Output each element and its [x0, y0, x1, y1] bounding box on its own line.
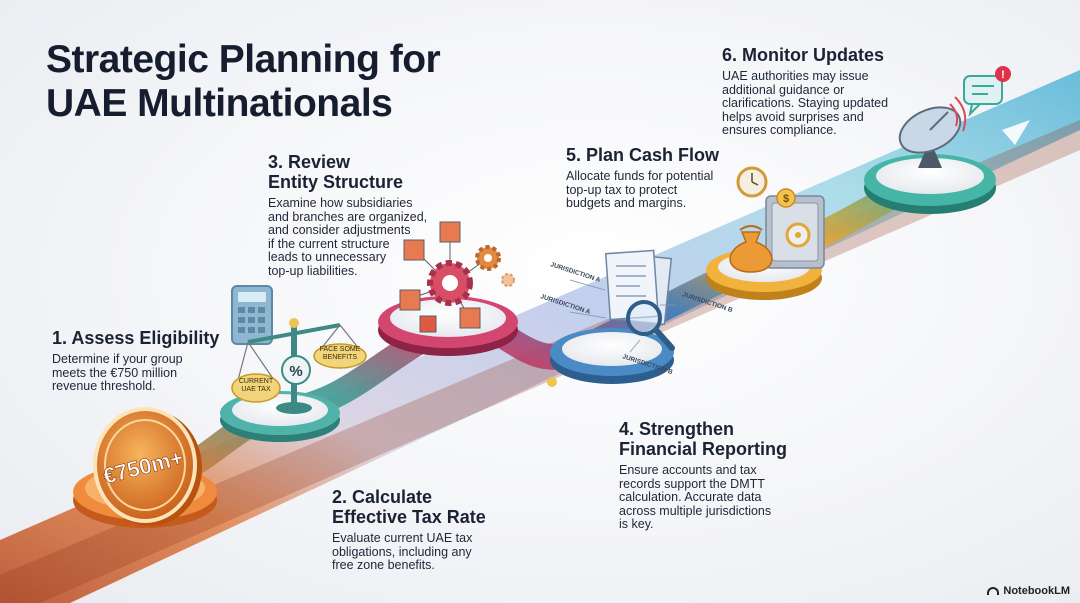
- platform-4: [550, 328, 674, 384]
- svg-text:!: !: [1001, 69, 1005, 81]
- step-title: 6. Monitor Updates: [722, 45, 885, 65]
- step-5: 5. Plan Cash Flow Allocate funds for pot…: [566, 145, 766, 211]
- step-description: Evaluate current UAE tax obligations, in…: [332, 531, 473, 572]
- satellite-dish-icon: [898, 96, 967, 168]
- step-title: 4. Strengthen Financial Reporting: [619, 419, 788, 459]
- platform-6: [864, 154, 996, 214]
- watermark: NotebookLM: [987, 585, 1070, 597]
- chat-bubble-icon: !: [963, 66, 1011, 118]
- notebooklm-logo-icon: [987, 587, 1000, 595]
- coin-icon: [93, 407, 202, 526]
- step-description: UAE authorities may issue additional gui…: [722, 69, 889, 137]
- step-description: Allocate funds for potential top-up tax …: [566, 169, 714, 210]
- step-title: 3. Review Entity Structure: [268, 152, 404, 192]
- step-title: 2. Calculate Effective Tax Rate: [332, 487, 486, 527]
- calculator-icon: [231, 285, 273, 345]
- clock-icon: [736, 166, 768, 198]
- gear-icon: [427, 245, 515, 306]
- magnifier-icon: [626, 300, 675, 351]
- platform-2: [220, 391, 340, 442]
- step-description: Determine if your group meets the €750 m…: [52, 352, 183, 393]
- jurisdiction-label: JURISDICTION A: [549, 261, 601, 284]
- step-4: 4. Strengthen Financial Reporting Ensure…: [619, 419, 829, 532]
- step-1: 1. Assess Eligibility Determine if your …: [52, 328, 242, 394]
- money-bag-icon: [729, 225, 773, 273]
- step-2: 2. Calculate Effective Tax Rate Evaluate…: [332, 487, 542, 573]
- dollar-symbol: $: [783, 193, 789, 205]
- jurisdiction-lines: [547, 279, 676, 387]
- balance-scale-icon: [231, 318, 367, 414]
- page-title: Strategic Planning for UAE Multinational…: [46, 38, 441, 125]
- step-description: Ensure accounts and tax records support …: [619, 463, 772, 531]
- arrow-head-icon: [1002, 120, 1030, 145]
- safe-icon: [765, 188, 825, 269]
- percent-symbol: %: [289, 363, 302, 380]
- watermark-label: NotebookLM: [1003, 585, 1070, 597]
- step-title: 5. Plan Cash Flow: [566, 145, 720, 165]
- step-description: Examine how subsidiaries and branches ar…: [268, 196, 428, 278]
- step-title: 1. Assess Eligibility: [52, 328, 220, 348]
- step-3: 3. Review Entity Structure Examine how s…: [268, 152, 468, 278]
- step-6: 6. Monitor Updates UAE authorities may i…: [722, 45, 942, 138]
